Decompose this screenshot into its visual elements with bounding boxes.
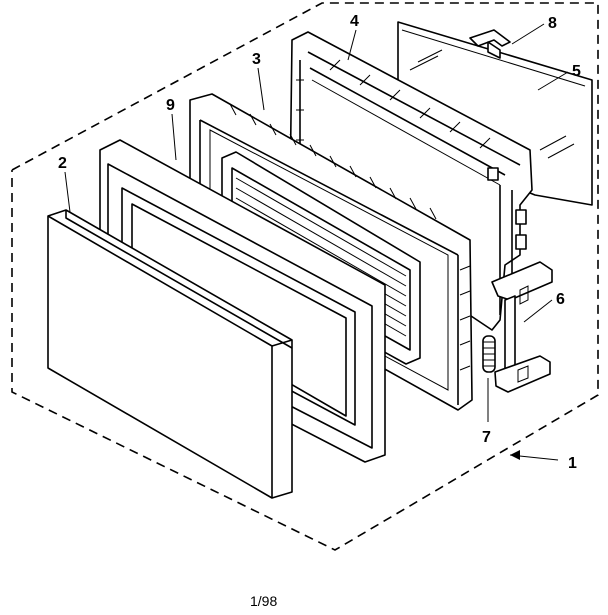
callout-7: 7 bbox=[482, 429, 491, 446]
part-2-door-panel[interactable] bbox=[47, 209, 293, 499]
leader-9 bbox=[171, 113, 177, 161]
part-7-spring[interactable] bbox=[482, 335, 496, 373]
leader-lines bbox=[64, 23, 569, 461]
callout-8: 8 bbox=[548, 15, 557, 32]
callout-1: 1 bbox=[568, 455, 577, 472]
leader-2 bbox=[64, 171, 71, 213]
callout-labels: 1 2 3 4 5 6 7 8 9 bbox=[58, 13, 581, 472]
footer-code: 1/98 bbox=[250, 593, 277, 609]
leader-1-arrow bbox=[510, 450, 520, 460]
assembly-boundary bbox=[11, 2, 599, 551]
leader-4 bbox=[347, 29, 357, 61]
leader-5 bbox=[537, 71, 569, 91]
part-8-clip[interactable] bbox=[469, 29, 511, 59]
callout-4: 4 bbox=[350, 13, 359, 30]
callout-3: 3 bbox=[252, 51, 261, 68]
leader-6 bbox=[523, 299, 553, 323]
callout-2: 2 bbox=[58, 155, 67, 172]
callout-6: 6 bbox=[556, 291, 565, 308]
part-6-latch-bracket[interactable] bbox=[491, 261, 553, 393]
leader-3 bbox=[257, 67, 265, 111]
callout-9: 9 bbox=[166, 97, 175, 114]
callout-5: 5 bbox=[572, 63, 581, 80]
leader-8 bbox=[511, 23, 545, 45]
